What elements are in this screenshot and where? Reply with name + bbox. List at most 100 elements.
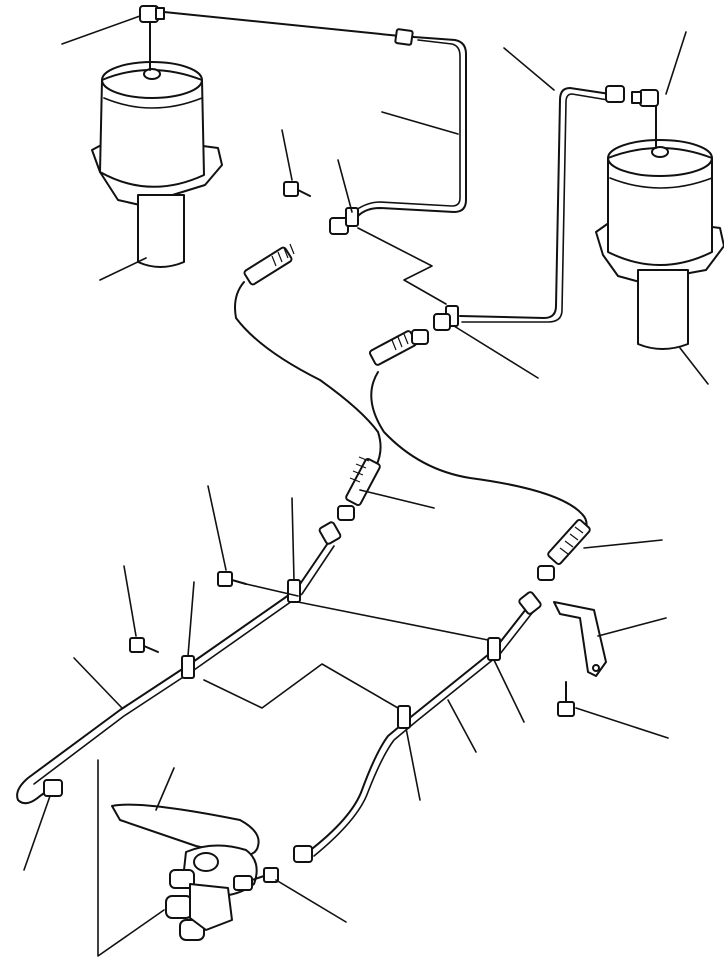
hose-right-top-fitting bbox=[368, 330, 418, 366]
bolt-lower-2 bbox=[129, 637, 159, 653]
hose-left-bottom-fitting bbox=[345, 457, 381, 507]
callout-leader-5 bbox=[99, 257, 147, 281]
callout-leader-16 bbox=[597, 617, 667, 637]
bolt-lower-1 bbox=[217, 571, 247, 587]
tank-left-top bbox=[101, 61, 203, 99]
callout-leader-12 bbox=[291, 497, 295, 581]
tee-right-body bbox=[639, 89, 659, 107]
bolt-valve-shank bbox=[251, 875, 265, 881]
leader-clamp-cross-2 bbox=[245, 583, 299, 597]
hose-right-bottom-fitting bbox=[547, 519, 591, 565]
tube-lr-outer bbox=[307, 603, 531, 853]
tank-right-band bbox=[609, 177, 713, 189]
bolt-upper-1-head bbox=[283, 181, 299, 197]
tank-left-drum bbox=[99, 69, 205, 188]
tank-right-drum bbox=[607, 147, 713, 266]
bolt-lower-1-head bbox=[217, 571, 233, 587]
callout-leader-3 bbox=[281, 129, 293, 181]
tube-lr-clamp-1 bbox=[487, 637, 501, 661]
tube-ul-inner bbox=[355, 39, 461, 211]
callout-leader-1 bbox=[61, 15, 141, 45]
callout-leader-4 bbox=[337, 159, 353, 213]
tube-ll-outer bbox=[16, 539, 331, 805]
tee-left-nut bbox=[155, 7, 165, 20]
callout-leader-11 bbox=[207, 485, 227, 571]
hose-left-bottom-nut bbox=[337, 505, 355, 521]
callout-leader-23 bbox=[23, 795, 51, 871]
bracket-plate bbox=[553, 601, 607, 677]
hose-right-top-nut bbox=[411, 329, 429, 345]
tube-ll-clamp-1 bbox=[287, 579, 301, 603]
tube-ur-nut-top bbox=[605, 85, 625, 103]
tube-lr-clamp-2 bbox=[397, 705, 411, 729]
callout-leader-9 bbox=[453, 325, 539, 379]
valve-port-upper bbox=[169, 869, 195, 889]
hose-left-line bbox=[234, 281, 382, 467]
callout-leader-10 bbox=[359, 489, 435, 509]
air-tank-left bbox=[91, 21, 223, 268]
valve-port-lower-1 bbox=[165, 895, 193, 919]
tank-right-port bbox=[651, 146, 669, 158]
tube-ur-outer bbox=[459, 87, 611, 319]
brake-pedal-valve bbox=[111, 803, 260, 941]
flexible-hose-left bbox=[234, 243, 382, 521]
lower-tube-right bbox=[293, 591, 542, 863]
hose-right-top-thread bbox=[391, 333, 409, 351]
callout-leader-2 bbox=[381, 111, 459, 135]
bolt-bracket bbox=[557, 681, 575, 717]
tee-fitting-left bbox=[139, 5, 165, 23]
tube-ll-nut-end bbox=[43, 779, 63, 797]
hose-left-top-thread bbox=[271, 243, 295, 267]
bracket-hole bbox=[592, 664, 600, 672]
bolt-lower-2-shank bbox=[143, 645, 159, 653]
valve-fitting-right bbox=[233, 875, 253, 891]
tube-ul-nut-top bbox=[394, 28, 414, 46]
hose-right-bottom-thread bbox=[559, 526, 584, 555]
callout-leader-15 bbox=[187, 581, 195, 657]
valve-lower-body bbox=[189, 883, 233, 931]
bolt-lower-1-shank bbox=[231, 579, 247, 585]
tee-right-nut bbox=[631, 91, 642, 104]
mounting-bracket bbox=[553, 601, 607, 677]
bolt-bracket-head bbox=[557, 701, 575, 717]
tank-right-top bbox=[607, 139, 713, 177]
hose-right-line bbox=[370, 371, 588, 535]
callout-leader-19 bbox=[575, 707, 669, 739]
section-divider-upper bbox=[357, 227, 447, 305]
tube-ul-outer bbox=[163, 11, 467, 217]
callout-leader-14 bbox=[123, 565, 137, 637]
leader-clamp-cross-1 bbox=[297, 601, 489, 641]
lower-tube-left bbox=[16, 521, 342, 805]
tank-right-column bbox=[637, 269, 689, 350]
tube-ur-nut-end bbox=[433, 313, 451, 331]
tube-lr-nut-end bbox=[293, 845, 313, 863]
air-tank-right bbox=[595, 105, 724, 350]
flexible-hose-right bbox=[368, 329, 591, 581]
bolt-valve bbox=[251, 867, 279, 883]
tank-left-port bbox=[143, 68, 161, 80]
tube-ur-inner bbox=[461, 93, 609, 323]
hose-left-bottom-thread bbox=[349, 456, 370, 483]
bolt-upper-1-shank bbox=[297, 189, 311, 197]
callout-leader-17 bbox=[73, 657, 123, 709]
tee-fitting-right bbox=[631, 89, 659, 107]
callout-leader-20 bbox=[447, 699, 477, 753]
tube-ll-clamp-2 bbox=[181, 655, 195, 679]
callout-leader-6 bbox=[503, 47, 555, 91]
callout-leader-13 bbox=[583, 539, 663, 549]
callout-leaders bbox=[23, 15, 709, 923]
bolt-upper-1 bbox=[283, 181, 311, 197]
rigid-tube-upper-left bbox=[163, 11, 467, 235]
tube-ul-clamp bbox=[345, 207, 359, 227]
tank-left-column bbox=[137, 194, 185, 268]
callout-leader-24 bbox=[275, 879, 347, 923]
tube-lr-inner bbox=[313, 607, 537, 857]
callout-leader-21 bbox=[405, 727, 421, 801]
rigid-tube-upper-right bbox=[433, 85, 625, 331]
bolt-lower-2-head bbox=[129, 637, 145, 653]
tube-ll-nut-top bbox=[318, 521, 342, 545]
callout-leader-18 bbox=[493, 659, 525, 723]
callout-leader-22 bbox=[155, 767, 175, 811]
tank-left-band bbox=[103, 97, 203, 109]
